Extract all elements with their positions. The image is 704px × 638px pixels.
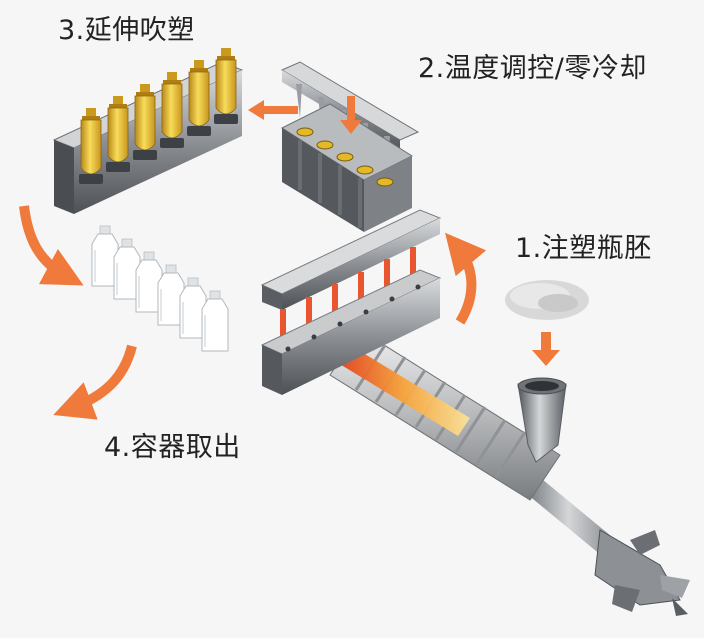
step-stretch-blow-label: 3.延伸吹塑: [58, 15, 195, 46]
ejection-arrow-1: [19, 205, 84, 286]
conditioning-arrow: [340, 96, 362, 134]
step-conditioning-label: 2.温度调控/零冷却: [418, 53, 647, 84]
preform-row: [79, 48, 238, 184]
feed-arrow: [532, 332, 560, 366]
preform: [133, 84, 157, 160]
preform: [187, 60, 211, 136]
preform: [79, 108, 103, 184]
preform: [160, 72, 184, 148]
transfer-arrow-up: [445, 232, 487, 325]
plastic-pellets: [505, 280, 589, 320]
preform: [106, 96, 130, 172]
finished-bottle: [113, 238, 141, 300]
conditioning-station: [280, 61, 420, 232]
injection-unit: [329, 329, 690, 616]
bottle-row: [91, 225, 229, 352]
finished-bottle: [201, 290, 229, 352]
ejection-arrow-2: [53, 344, 137, 420]
injection-mold: [260, 209, 442, 395]
transfer-arrow-left: [248, 100, 298, 120]
step-ejection-label: 4.容器取出: [104, 432, 241, 463]
step-injection-label: 1.注塑瓶胚: [515, 233, 652, 264]
preform: [214, 48, 238, 124]
